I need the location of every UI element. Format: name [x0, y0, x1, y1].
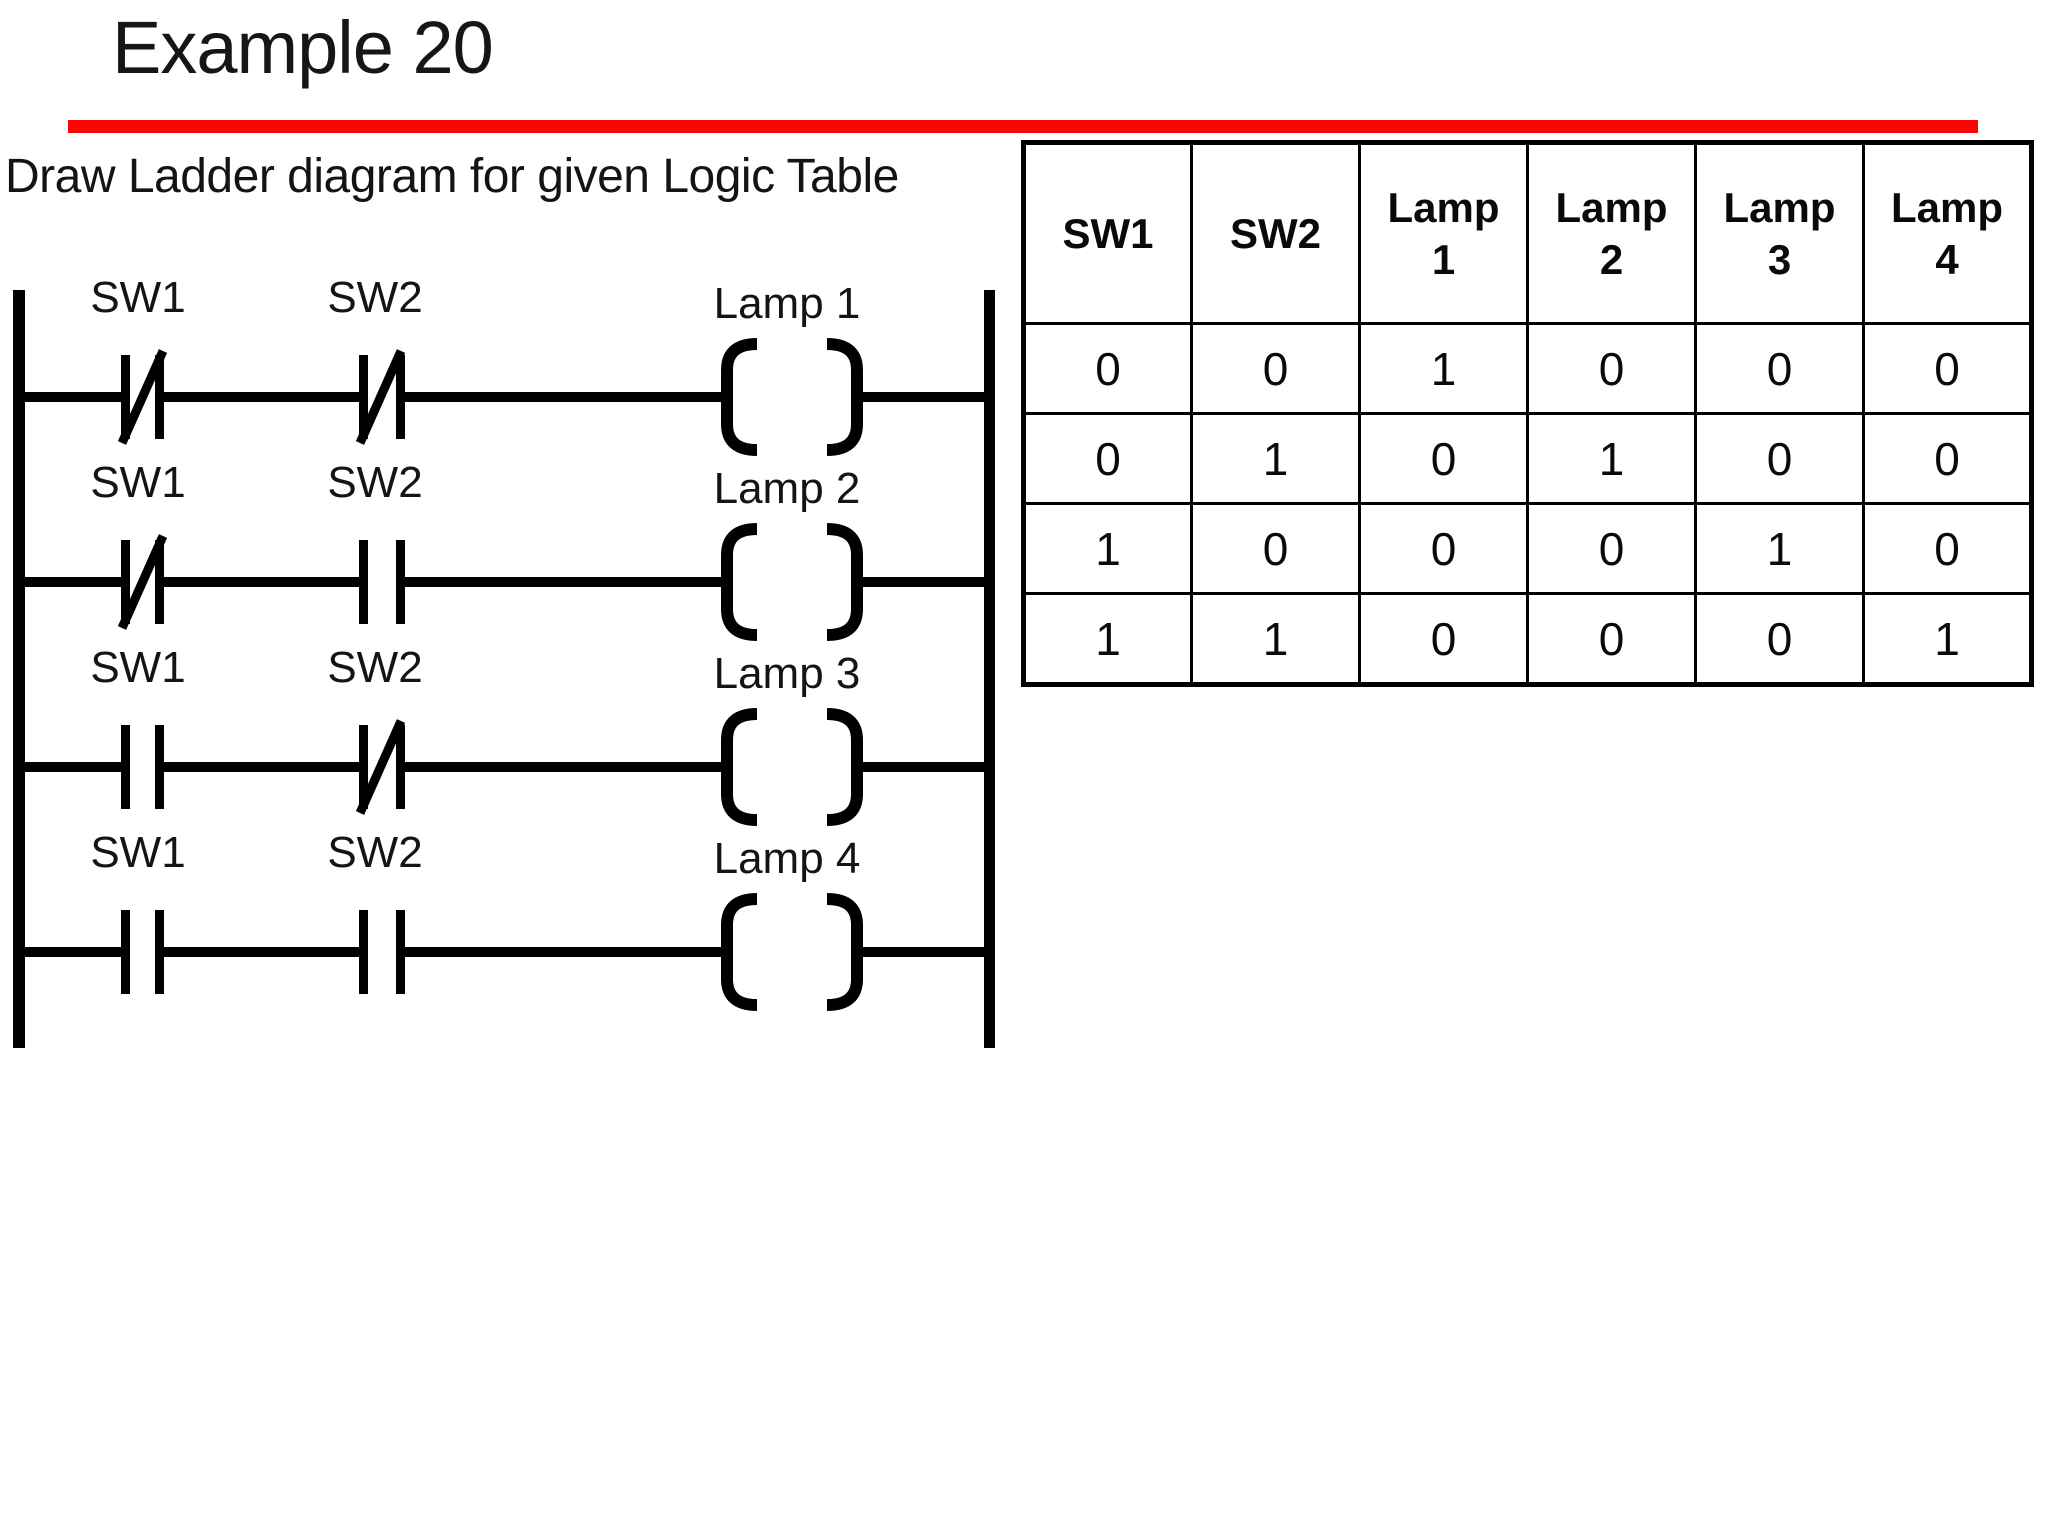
column-header: Lamp 4	[1862, 141, 2033, 325]
right-power-rail	[984, 290, 995, 1048]
left-power-rail	[13, 290, 25, 1048]
rung-1-sw1-nc-contact	[117, 349, 168, 445]
table-cell: 0	[1862, 412, 2033, 505]
table-cell: 0	[1862, 502, 2033, 595]
rung-2-coil	[721, 523, 863, 641]
table-cell: 0	[1190, 322, 1361, 415]
rung-1-sw2-nc-contact	[355, 349, 406, 445]
nc-slash	[355, 349, 406, 445]
rung-3-sw1-no-contact	[121, 725, 164, 809]
column-header: Lamp 1	[1358, 141, 1529, 325]
logic-table: SW1 SW2 Lamp 1 Lamp 2 Lamp 3 Lamp 4 0 0 …	[1021, 140, 2034, 687]
table-cell: 0	[1358, 412, 1529, 505]
column-header: SW2	[1190, 141, 1361, 325]
table-cell: 1	[1862, 592, 2033, 686]
table-cell: 0	[1022, 412, 1193, 505]
table-cell: 1	[1526, 412, 1697, 505]
table-cell: 1	[1190, 412, 1361, 505]
column-header: Lamp 2	[1526, 141, 1697, 325]
table-cell: 0	[1190, 502, 1361, 595]
rung-2-sw1-label: SW1	[90, 458, 186, 507]
rung-4-sw2-no-contact	[359, 910, 405, 994]
rung-1-sw2-label: SW2	[327, 273, 423, 322]
rung-1	[25, 338, 990, 456]
rung-1-sw1-label: SW1	[90, 273, 186, 322]
table-cell: 1	[1358, 322, 1529, 415]
rung-4-sw1-label: SW1	[90, 828, 186, 877]
rung-4	[25, 893, 990, 1011]
table-cell: 0	[1526, 592, 1697, 686]
table-cell: 0	[1022, 322, 1193, 415]
nc-slash	[117, 534, 168, 630]
nc-slash	[355, 719, 406, 815]
rung-3-sw2-label: SW2	[327, 643, 423, 692]
table-cell: 0	[1694, 412, 1865, 505]
column-header: Lamp 3	[1694, 141, 1865, 325]
rung-4-sw1-no-contact	[121, 910, 164, 994]
rung-4-sw2-label: SW2	[327, 828, 423, 877]
red-divider-line	[68, 120, 1978, 133]
column-header: SW1	[1022, 141, 1193, 325]
table-cell: 0	[1526, 502, 1697, 595]
table-cell: 0	[1694, 322, 1865, 415]
table-cell: 1	[1022, 502, 1193, 595]
rung-2-sw2-no-contact	[359, 540, 405, 624]
nc-slash	[117, 349, 168, 445]
rung-2-sw1-nc-contact	[117, 534, 168, 630]
instruction-text: Draw Ladder diagram for given Logic Tabl…	[5, 150, 899, 203]
table-cell: 0	[1358, 502, 1529, 595]
table-row: 0 1 0 1 0 0	[1022, 412, 2033, 505]
logic-table-header-row: SW1 SW2 Lamp 1 Lamp 2 Lamp 3 Lamp 4	[1022, 141, 2033, 325]
table-cell: 0	[1358, 592, 1529, 686]
rung-1-coil	[721, 338, 863, 456]
table-cell: 0	[1694, 592, 1865, 686]
table-cell: 0	[1862, 322, 2033, 415]
page-title: Example 20	[112, 6, 494, 89]
ladder-diagram	[13, 290, 995, 1048]
table-row: 1 0 0 0 1 0	[1022, 502, 2033, 595]
rung-3-coil-label: Lamp 3	[713, 649, 861, 698]
table-cell: 1	[1694, 502, 1865, 595]
table-row: 1 1 0 0 0 1	[1022, 592, 2033, 686]
rung-3	[25, 708, 990, 826]
rung-3-coil	[721, 708, 863, 826]
table-cell: 1	[1022, 592, 1193, 686]
rung-2-coil-label: Lamp 2	[713, 464, 861, 513]
rung-3-sw1-label: SW1	[90, 643, 186, 692]
rung-4-coil-label: Lamp 4	[713, 834, 861, 883]
table-cell: 1	[1190, 592, 1361, 686]
table-row: 0 0 1 0 0 0	[1022, 322, 2033, 415]
rung-2	[25, 523, 990, 641]
table-cell: 0	[1526, 322, 1697, 415]
rung-1-coil-label: Lamp 1	[713, 279, 861, 328]
rung-2-sw2-label: SW2	[327, 458, 423, 507]
rung-3-sw2-nc-contact	[355, 719, 406, 815]
rung-4-coil	[721, 893, 863, 1011]
